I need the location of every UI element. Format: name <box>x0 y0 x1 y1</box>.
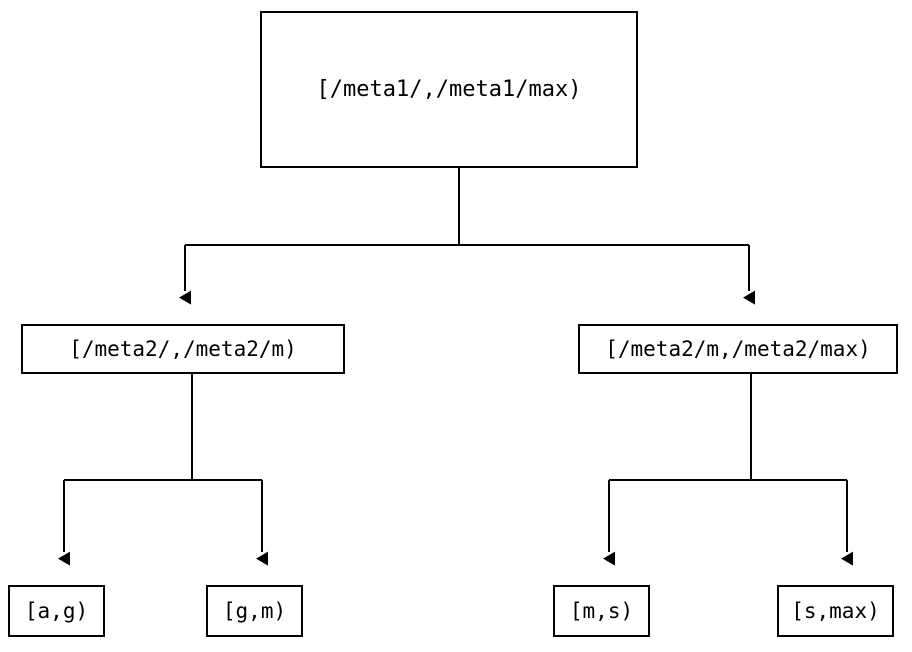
tree-leaf-a-g[interactable]: [a,g) <box>8 585 105 637</box>
tree-leaf-m-s-label: [m,s) <box>569 598 634 623</box>
tree-leaf-s-max[interactable]: [s,max) <box>777 585 894 637</box>
tree-leaf-m-s[interactable]: [m,s) <box>553 585 650 637</box>
tree-node-meta2-low-label: [/meta2/,/meta2/m) <box>69 336 297 361</box>
edge-l2right-to-leaves <box>603 374 853 566</box>
tree-node-root[interactable]: [/meta1/,/meta1/max) <box>260 11 638 168</box>
tree-leaf-g-m-label: [g,m) <box>222 598 287 623</box>
edge-root-to-level2 <box>179 168 755 305</box>
tree-leaf-a-g-label: [a,g) <box>24 598 89 623</box>
tree-node-root-label: [/meta1/,/meta1/max) <box>316 76 582 102</box>
tree-leaf-g-m[interactable]: [g,m) <box>206 585 303 637</box>
tree-node-meta2-high-label: [/meta2/m,/meta2/max) <box>605 336 871 361</box>
tree-leaf-s-max-label: [s,max) <box>791 598 880 623</box>
tree-node-meta2-high[interactable]: [/meta2/m,/meta2/max) <box>578 324 898 374</box>
tree-node-meta2-low[interactable]: [/meta2/,/meta2/m) <box>21 324 345 374</box>
edge-l2left-to-leaves <box>58 374 268 566</box>
